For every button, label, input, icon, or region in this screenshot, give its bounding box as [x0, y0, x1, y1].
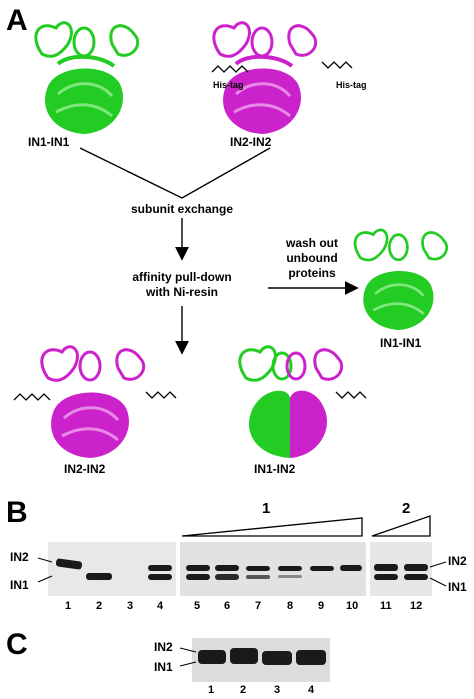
label-in2-in2-bottom: IN2-IN2 — [64, 462, 106, 476]
band-lane5-in1 — [186, 574, 210, 580]
converge-lines — [79, 147, 271, 199]
label-c-in1: IN1 — [154, 660, 173, 674]
his-tag-right-squiggle — [321, 61, 353, 69]
band-lane9-in2 — [310, 566, 334, 571]
label-wash-out: wash out unbound proteins — [270, 236, 354, 281]
band-c-lane2 — [230, 648, 258, 664]
protein-in1-in1-right — [353, 228, 449, 330]
pointer-c-in1 — [179, 661, 197, 667]
pointer-in1-right — [429, 577, 447, 587]
label-b-in1-right: IN1 — [448, 580, 467, 594]
label-his-tag-right: His-tag — [336, 80, 367, 90]
pointer-in2-left — [37, 557, 53, 563]
lane-label-4: 4 — [157, 600, 164, 612]
label-subunit-exchange: subunit exchange — [130, 202, 234, 216]
wedge-series-1 — [181, 517, 363, 537]
c-lane-label-4: 4 — [308, 684, 315, 696]
band-lane7-in1 — [246, 575, 270, 579]
lane-label-11: 11 — [380, 600, 392, 612]
c-lane-label-3: 3 — [274, 684, 281, 696]
label-pulldown: affinity pull-down with Ni-resin — [106, 270, 258, 300]
band-c-lane3 — [262, 651, 292, 665]
band-lane7-in2 — [246, 566, 270, 571]
lane-label-5: 5 — [194, 600, 201, 612]
band-lane2-in1 — [86, 573, 112, 580]
his-tag-left-squiggle — [211, 65, 249, 73]
pointer-in2-right — [429, 561, 447, 568]
label-wash-line3: proteins — [288, 266, 336, 280]
protein-in2-in2-bottom — [40, 345, 146, 458]
protein-in2-in2-top — [212, 21, 318, 134]
c-lane-label-2: 2 — [240, 684, 247, 696]
label-c-in2: IN2 — [154, 640, 173, 654]
band-c-lane4 — [296, 650, 326, 665]
lane-label-6: 6 — [224, 600, 231, 612]
label-wash-line1: wash out — [285, 236, 338, 250]
lane-label-1: 1 — [65, 600, 72, 612]
band-lane12-in1 — [404, 574, 428, 580]
gel-section-2 — [180, 542, 366, 596]
band-c-lane1 — [198, 650, 226, 664]
band-lane1-in2 — [55, 558, 83, 570]
band-lane12-in2 — [404, 564, 428, 571]
label-in2-in2-top: IN2-IN2 — [230, 135, 272, 149]
panel-a-letter: A — [6, 4, 28, 37]
band-lane6-in2 — [215, 565, 239, 571]
label-b-in2-left: IN2 — [10, 550, 29, 564]
band-lane4-in1 — [148, 574, 172, 580]
lane-label-2: 2 — [96, 600, 103, 612]
label-in1-in1-top: IN1-IN1 — [28, 135, 70, 149]
his-tag-bottom-left-a — [13, 393, 51, 401]
label-pulldown-line1: affinity pull-down — [132, 270, 232, 284]
series-1-label: 1 — [262, 500, 271, 517]
panel-b-letter: B — [6, 496, 28, 529]
lane-label-3: 3 — [127, 600, 134, 612]
label-b-in2-right: IN2 — [448, 554, 467, 568]
band-lane8-in1 — [278, 575, 302, 578]
wedge-series-2 — [371, 515, 431, 537]
label-pulldown-line2: with Ni-resin — [145, 285, 218, 299]
pointer-c-in2 — [179, 647, 197, 653]
pointer-in1-left — [37, 575, 53, 583]
label-in1-in1-right: IN1-IN1 — [380, 336, 422, 350]
band-lane10-in2 — [340, 565, 362, 571]
his-tag-bottom-mid — [335, 391, 367, 399]
c-lane-label-1: 1 — [208, 684, 215, 696]
band-lane11-in1 — [374, 574, 398, 580]
label-wash-line2: unbound — [286, 251, 338, 265]
band-lane4-in2 — [148, 565, 172, 571]
lane-label-9: 9 — [318, 600, 325, 612]
band-lane8-in2 — [278, 566, 302, 571]
label-his-tag-left: His-tag — [213, 80, 244, 90]
lane-label-8: 8 — [287, 600, 294, 612]
panel-c-letter: C — [6, 628, 28, 661]
lane-label-7: 7 — [255, 600, 262, 612]
series-2-label: 2 — [402, 500, 411, 517]
label-b-in1-left: IN1 — [10, 578, 29, 592]
band-lane11-in2 — [374, 564, 398, 571]
lane-label-12: 12 — [410, 600, 423, 612]
band-lane5-in2 — [186, 565, 210, 571]
protein-in1-in1-top — [34, 21, 140, 134]
panel-b-lane-labels: 1 2 3 4 5 6 7 8 9 10 11 12 — [0, 600, 474, 616]
his-tag-bottom-left-b — [145, 391, 177, 399]
panel-c-lane-labels: 1 2 3 4 — [0, 684, 474, 698]
protein-in1-in2-bottom — [238, 345, 344, 458]
band-lane6-in1 — [215, 574, 239, 580]
lane-label-10: 10 — [346, 600, 359, 612]
label-in1-in2-bottom: IN1-IN2 — [254, 462, 296, 476]
